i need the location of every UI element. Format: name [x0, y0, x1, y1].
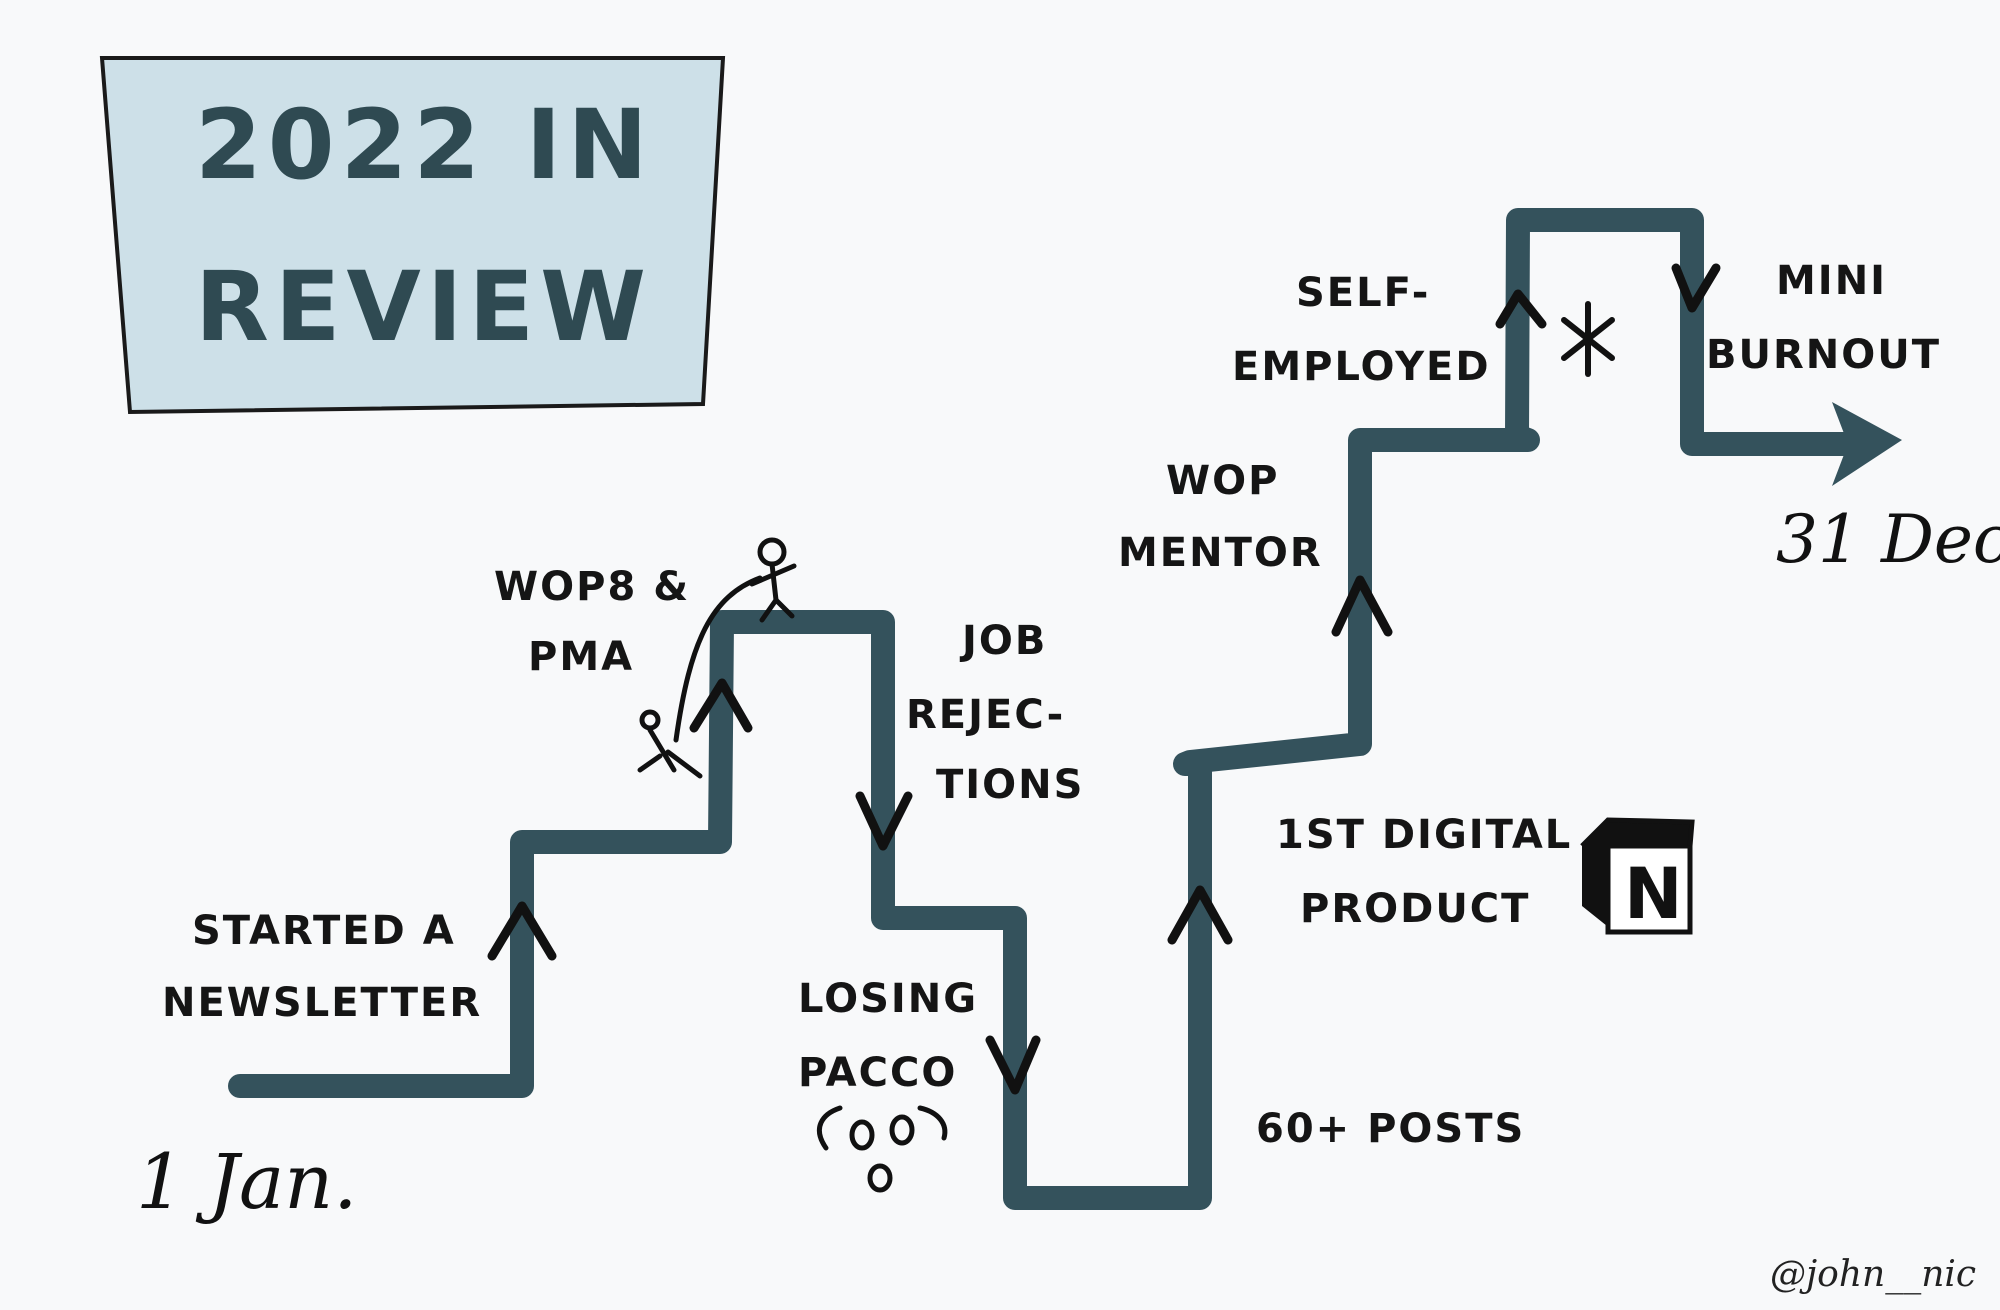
down-arrow-icon — [855, 791, 913, 851]
milestone-label: 1ST DIGITAL — [1276, 812, 1572, 858]
milestone-label: 60+ POSTS — [1256, 1106, 1525, 1152]
stick-figure-icon — [637, 537, 797, 779]
milestone-wop-mentor: WOP MENTOR — [1118, 458, 1323, 576]
milestone-label: PACCO — [798, 1050, 957, 1096]
author-credit: @john__nic — [1770, 1254, 1976, 1295]
title-box: 2022 IN REVIEW — [99, 56, 726, 415]
milestone-losing-pacco: LOSING PACCO — [798, 976, 978, 1096]
start-date: 1 Jan. — [136, 1137, 357, 1226]
milestone-label: LOSING — [798, 976, 978, 1022]
milestone-label: MENTOR — [1118, 530, 1323, 576]
milestone-started-newsletter: STARTED A NEWSLETTER — [162, 908, 482, 1026]
milestone-first-digital-product: 1ST DIGITAL PRODUCT — [1276, 812, 1572, 932]
milestone-label: WOP8 & — [494, 564, 690, 610]
milestone-label: STARTED A — [192, 908, 456, 954]
down-arrow-icon — [1671, 263, 1721, 313]
notion-logo-icon: N — [1580, 817, 1695, 935]
asterisk-icon — [1561, 301, 1615, 377]
notion-logo-letter: N — [1624, 853, 1683, 935]
milestone-label: TIONS — [936, 762, 1084, 808]
end-date: 31 Dec. — [1776, 501, 2000, 578]
milestone-label: REJEC- — [906, 692, 1065, 738]
end-arrow-icon — [1832, 402, 1902, 486]
up-arrow-icon — [487, 901, 557, 961]
up-arrow-icon — [1167, 885, 1233, 945]
milestone-label: PRODUCT — [1300, 886, 1530, 932]
milestone-label: JOB — [959, 618, 1047, 664]
up-arrow-icon — [1495, 289, 1547, 329]
milestone-label: PMA — [528, 634, 634, 680]
milestone-label: BURNOUT — [1706, 332, 1941, 378]
milestone-label: NEWSLETTER — [162, 980, 482, 1026]
milestone-label: WOP — [1166, 458, 1279, 504]
up-arrow-icon — [689, 678, 753, 733]
milestone-label: SELF- — [1296, 270, 1430, 316]
milestone-mini-burnout: MINI BURNOUT — [1706, 258, 1941, 378]
milestone-label: EMPLOYED — [1232, 344, 1491, 390]
title-line-1: 2022 IN — [195, 89, 654, 201]
up-arrow-icon — [1331, 575, 1393, 637]
milestone-self-employed: SELF- EMPLOYED — [1232, 270, 1491, 390]
down-arrow-icon — [985, 1035, 1041, 1095]
milestone-wop8-pma: WOP8 & PMA — [494, 564, 690, 680]
milestone-job-rejections: JOB REJEC- TIONS — [906, 618, 1084, 808]
title-line-2: REVIEW — [195, 251, 652, 363]
milestone-label: MINI — [1776, 258, 1887, 304]
milestone-60-posts: 60+ POSTS — [1256, 1106, 1525, 1152]
sad-face-icon — [817, 1105, 948, 1193]
